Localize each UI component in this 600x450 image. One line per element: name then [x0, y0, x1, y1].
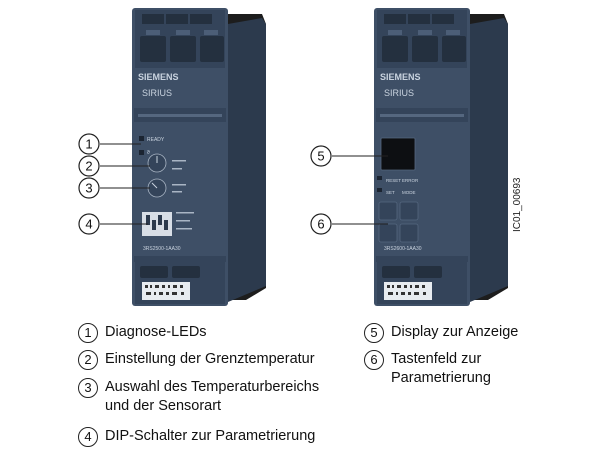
left-top-terminals [135, 10, 225, 68]
display-screen [380, 137, 416, 171]
keypad-button-top-right[interactable] [399, 201, 419, 221]
callout-number-3: 3 [85, 181, 92, 196]
left-led-label-1: ϑ [147, 150, 150, 156]
right-brand: SIEMENS [380, 72, 421, 82]
right-status-error: ERROR [402, 178, 419, 183]
callout-marker-5 [310, 145, 332, 167]
callout-number-5: 5 [317, 149, 324, 164]
left-bottom-terminals [135, 262, 225, 304]
right-series: SIRIUS [384, 88, 414, 98]
keypad-button-bottom-right[interactable] [399, 223, 419, 243]
left-ready-label: READY [147, 137, 165, 143]
left-series: SIRIUS [142, 88, 172, 98]
led-ready [139, 136, 144, 141]
callout-marker-2 [78, 155, 100, 177]
callout-marker-3 [78, 177, 100, 199]
right-part-number: 3RS2600-1AA30 [384, 246, 422, 252]
callout-number-2: 2 [85, 159, 92, 174]
callout-number-1: 1 [85, 137, 92, 152]
callout-marker-4 [78, 213, 100, 235]
left-device-side [228, 18, 266, 302]
left-brand: SIEMENS [138, 72, 179, 82]
keypad-button-bottom-left[interactable] [378, 223, 398, 243]
callout-markers: 1 2 3 4 5 6 [78, 133, 332, 235]
left-part-number: 3RS2500-1AA30 [143, 246, 181, 252]
right-device: SIEMENS SIRIUS RESET ERROR SET MODE 3RS2… [374, 8, 508, 306]
led-temp [139, 150, 144, 155]
left-device: SIEMENS SIRIUS READY ϑ [132, 8, 266, 306]
right-device-front [374, 8, 470, 306]
keypad[interactable] [378, 201, 419, 243]
right-mode-mode: MODE [402, 190, 416, 195]
callout-marker-6 [310, 213, 332, 235]
right-bottom-terminals [377, 262, 467, 304]
callouts [100, 143, 388, 225]
right-top-terminals [377, 10, 467, 68]
callout-number-6: 6 [317, 217, 324, 232]
image-id: IC01_00693 [512, 177, 523, 232]
right-status-reset: RESET [386, 178, 401, 183]
callout-marker-1 [78, 133, 100, 155]
keypad-button-top-left[interactable] [378, 201, 398, 221]
right-device-side [470, 18, 508, 302]
right-mode-set: SET [386, 190, 395, 195]
callout-number-4: 4 [85, 217, 92, 232]
